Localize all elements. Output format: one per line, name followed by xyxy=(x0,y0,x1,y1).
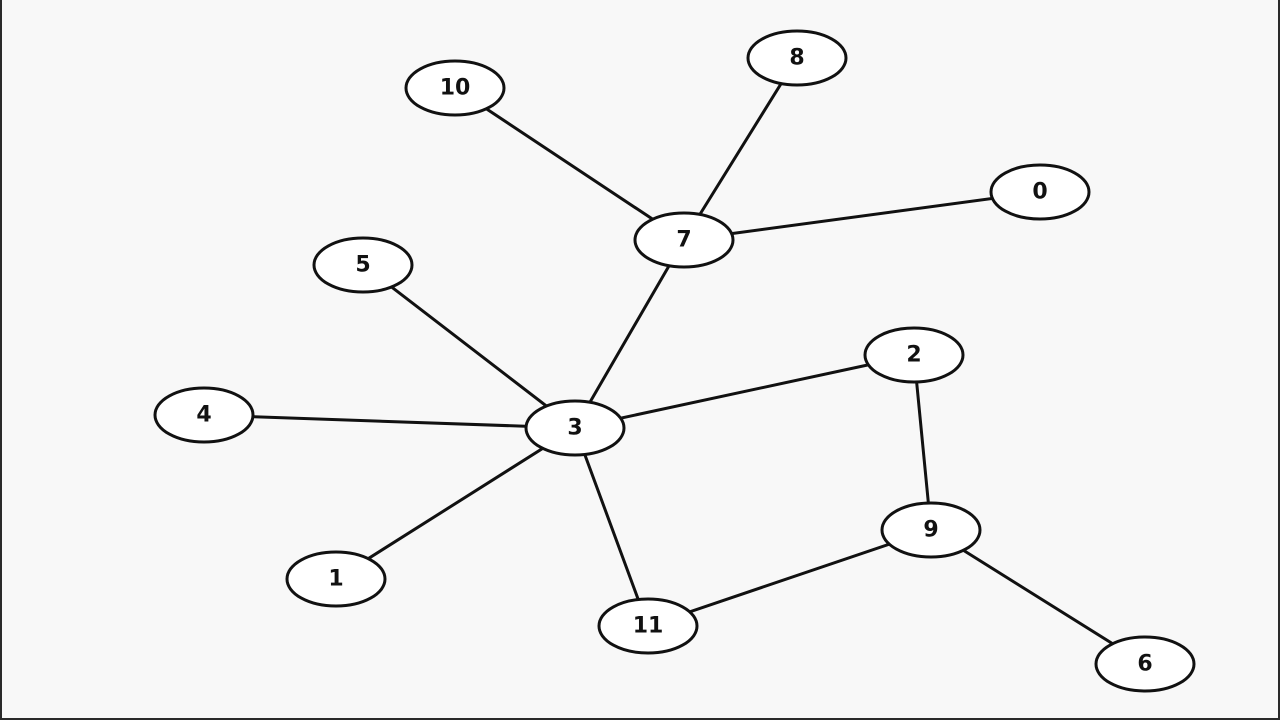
node-label: 11 xyxy=(633,614,664,639)
node-circle xyxy=(633,211,735,269)
node-circle xyxy=(153,386,255,444)
edge-3-11 xyxy=(573,426,650,628)
node-circle xyxy=(524,399,626,457)
edge-9-11 xyxy=(646,528,933,628)
node-circle xyxy=(863,326,965,384)
node-label: 1 xyxy=(328,567,343,592)
edge-7-0 xyxy=(682,190,1042,242)
node-9: 9 xyxy=(880,501,982,559)
node-label: 7 xyxy=(676,228,691,253)
node-0: 0 xyxy=(989,163,1091,221)
node-label: 5 xyxy=(355,253,370,278)
node-label: 10 xyxy=(440,76,471,101)
node-label: 6 xyxy=(1137,652,1152,677)
node-circle xyxy=(312,236,414,294)
node-5: 5 xyxy=(312,236,414,294)
node-7: 7 xyxy=(633,211,735,269)
node-1: 1 xyxy=(285,550,387,608)
edge-5-3 xyxy=(361,263,577,430)
node-3: 3 xyxy=(524,399,626,457)
edge-10-7 xyxy=(453,86,686,242)
node-6: 6 xyxy=(1094,635,1196,693)
node-4: 4 xyxy=(153,386,255,444)
node-circle xyxy=(404,59,506,117)
node-circle xyxy=(1094,635,1196,693)
node-label: 9 xyxy=(923,518,938,543)
node-label: 3 xyxy=(567,416,582,441)
node-label: 2 xyxy=(906,343,921,368)
node-circle xyxy=(989,163,1091,221)
edge-3-1 xyxy=(334,426,577,581)
edge-9-6 xyxy=(929,528,1147,666)
node-circle xyxy=(880,501,982,559)
edge-2-9 xyxy=(912,353,933,532)
node-8: 8 xyxy=(746,29,848,87)
node-label: 4 xyxy=(196,403,211,428)
node-circle xyxy=(597,597,699,655)
edges-layer xyxy=(202,56,1147,666)
node-label: 0 xyxy=(1032,180,1047,205)
edge-4-3 xyxy=(202,413,577,430)
edge-8-7 xyxy=(682,56,799,242)
edge-7-3 xyxy=(573,238,686,430)
node-label: 8 xyxy=(789,46,804,71)
edge-3-2 xyxy=(573,353,916,430)
node-11: 11 xyxy=(597,597,699,655)
node-circle xyxy=(746,29,848,87)
nodes-layer: 0 1 2 3 4 5 6 7 8 9 10 11 xyxy=(153,29,1196,693)
node-circle xyxy=(285,550,387,608)
node-10: 10 xyxy=(404,59,506,117)
node-2: 2 xyxy=(863,326,965,384)
